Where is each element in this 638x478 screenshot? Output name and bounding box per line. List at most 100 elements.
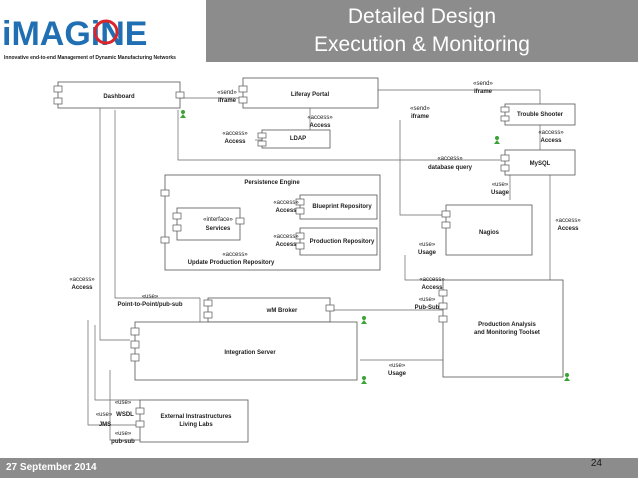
persistence-engine-component[interactable]: Persistence Engine Blueprint Repository … bbox=[160, 174, 381, 271]
ext-label-line2: Living Labs bbox=[179, 422, 213, 428]
access-stereo-pa-left: «access» bbox=[419, 277, 445, 283]
access-label-pa: Access bbox=[557, 226, 579, 232]
use-stereo-broker: «use» bbox=[142, 294, 159, 300]
access-stereo-trouble: «access» bbox=[538, 130, 564, 136]
dashboard-label: Dashboard bbox=[103, 94, 135, 100]
access-label-pa-left: Access bbox=[421, 285, 443, 291]
trouble-shooter-component[interactable]: Trouble Shooter bbox=[500, 103, 576, 126]
access-label-blueprint: Access bbox=[275, 208, 297, 214]
services-label: Services bbox=[206, 226, 231, 232]
dashboard-component[interactable]: Dashboard bbox=[53, 81, 185, 109]
ldap-label: LDAP bbox=[290, 136, 306, 142]
access-label-ldap2: Access bbox=[224, 139, 246, 145]
send-label-trouble: «send» bbox=[473, 81, 493, 87]
access-stereo-dbquery: «access» bbox=[437, 156, 463, 162]
mysql-component[interactable]: MySQL bbox=[500, 149, 576, 176]
database-query-label: database query bbox=[428, 165, 473, 171]
liferay-label: Liferay Portal bbox=[291, 92, 330, 98]
access-stereo-update: «access» bbox=[222, 252, 248, 258]
wire-nagios-liferay bbox=[399, 120, 446, 216]
use-stereo-jms: «use» bbox=[96, 412, 113, 418]
logo-tagline: Innovative end-to-end Management of Dyna… bbox=[4, 55, 176, 61]
production-analysis-component[interactable]: Production Analysis and Monitoring Tools… bbox=[438, 279, 564, 378]
nagios-component[interactable]: Nagios bbox=[441, 204, 533, 256]
access-stereo-production: «access» bbox=[273, 234, 299, 240]
page-number: 24 bbox=[590, 458, 602, 469]
mysql-label: MySQL bbox=[530, 161, 551, 167]
ext-label-line1: External Instrastructures bbox=[160, 414, 232, 420]
trouble-label: Trouble Shooter bbox=[517, 112, 564, 118]
production-repository[interactable] bbox=[299, 227, 378, 256]
iframe-label-trouble: iframe bbox=[474, 89, 493, 95]
point-to-point-label: Point-to-Point/pub-sub bbox=[118, 302, 183, 308]
persistence-label: Persistence Engine bbox=[244, 180, 300, 186]
integration-label: Integration Server bbox=[224, 350, 276, 356]
iframe-label-nagios: iframe bbox=[411, 114, 430, 120]
access-stereo-ldap2: «access» bbox=[222, 131, 248, 137]
access-label-ldap: Access bbox=[309, 123, 331, 129]
access-label-trouble: Access bbox=[540, 138, 562, 144]
wire-dashboard-broker bbox=[114, 110, 200, 299]
actor-icon bbox=[361, 376, 367, 384]
actor-icon bbox=[564, 373, 570, 381]
pub-sub-lower-label: pub-sub bbox=[111, 439, 135, 445]
integration-server-component[interactable]: Integration Server bbox=[130, 321, 358, 381]
connector-labels: «send» iframe «send» iframe «send» ifram… bbox=[69, 81, 581, 445]
gear-icon bbox=[93, 19, 119, 45]
send-label-nagios: «send» bbox=[410, 106, 430, 112]
wire-dashboard-integration bbox=[99, 108, 130, 341]
imagine-logo: iMAGiNE bbox=[2, 15, 147, 52]
ldap-component[interactable]: LDAP bbox=[257, 129, 331, 149]
footer-date: 27 September 2014 bbox=[6, 462, 97, 473]
liferay-portal-component[interactable]: Liferay Portal bbox=[238, 77, 379, 109]
external-infrastructures-component[interactable]: External Instrastructures Living Labs bbox=[135, 399, 249, 443]
wire-nagios-pa bbox=[404, 255, 443, 281]
use-stereo-nagios: «use» bbox=[419, 242, 436, 248]
usage-label-nagios: Usage bbox=[418, 250, 437, 256]
iframe-label-dashboard: iframe bbox=[218, 98, 237, 104]
usage-label-integration: Usage bbox=[388, 371, 407, 377]
access-label-dashboard: Access bbox=[71, 285, 93, 291]
pa-label-line1: Production Analysis bbox=[478, 322, 536, 328]
wire-ext-integration bbox=[94, 325, 140, 401]
blueprint-label: Blueprint Repository bbox=[312, 204, 372, 210]
nagios-label: Nagios bbox=[479, 230, 500, 236]
wm-broker-component[interactable]: wM Broker bbox=[203, 297, 335, 323]
wire-dashboard-mysql bbox=[177, 110, 500, 161]
use-stereo-nagios-mysql: «use» bbox=[492, 182, 509, 188]
slide-title-line1: Detailed Design bbox=[347, 5, 497, 28]
logo-text: iMAGiNE bbox=[2, 15, 147, 52]
usage-label-nagios-mysql: Usage bbox=[491, 190, 510, 196]
wsdl-label: WSDL bbox=[116, 412, 134, 418]
update-production-label: Update Production Repository bbox=[188, 260, 275, 266]
use-stereo-pubsub-lower: «use» bbox=[115, 431, 132, 437]
services-stereotype: «interface» bbox=[203, 217, 233, 223]
send-label-dashboard: «send» bbox=[217, 90, 237, 96]
wire-trouble-liferay bbox=[378, 89, 541, 104]
services-interface[interactable] bbox=[176, 207, 241, 241]
title-band bbox=[206, 0, 638, 62]
blueprint-repository[interactable] bbox=[299, 194, 378, 220]
jms-label: JMS bbox=[99, 422, 111, 428]
use-stereo-pubsub: «use» bbox=[419, 297, 436, 303]
pa-label-line2: and Monitoring Toolset bbox=[474, 330, 540, 336]
access-stereo-pa: «access» bbox=[555, 218, 581, 224]
actor-icon bbox=[494, 136, 500, 144]
wire-ext-pubsub bbox=[109, 370, 140, 441]
deployment-diagram: Dashboard Liferay Portal LDAP Trouble Sh… bbox=[53, 77, 581, 445]
access-stereo-blueprint: «access» bbox=[273, 200, 299, 206]
access-stereo-ldap: «access» bbox=[307, 115, 333, 121]
pub-sub-label: Pub-Sub bbox=[415, 305, 440, 311]
actor-icon bbox=[361, 316, 367, 324]
actor-icons bbox=[180, 110, 570, 384]
slide-footer bbox=[0, 458, 638, 478]
wm-broker-label: wM Broker bbox=[266, 308, 298, 314]
use-stereo-integration: «use» bbox=[389, 363, 406, 369]
access-label-production: Access bbox=[275, 242, 297, 248]
actor-icon bbox=[180, 110, 186, 118]
access-stereo-dashboard: «access» bbox=[69, 277, 95, 283]
production-repo-label: Production Repository bbox=[310, 239, 375, 245]
wire-ext-jms bbox=[87, 320, 138, 426]
slide-title-line2: Execution & Monitoring bbox=[314, 33, 530, 56]
use-stereo-wsdl: «use» bbox=[115, 400, 132, 406]
